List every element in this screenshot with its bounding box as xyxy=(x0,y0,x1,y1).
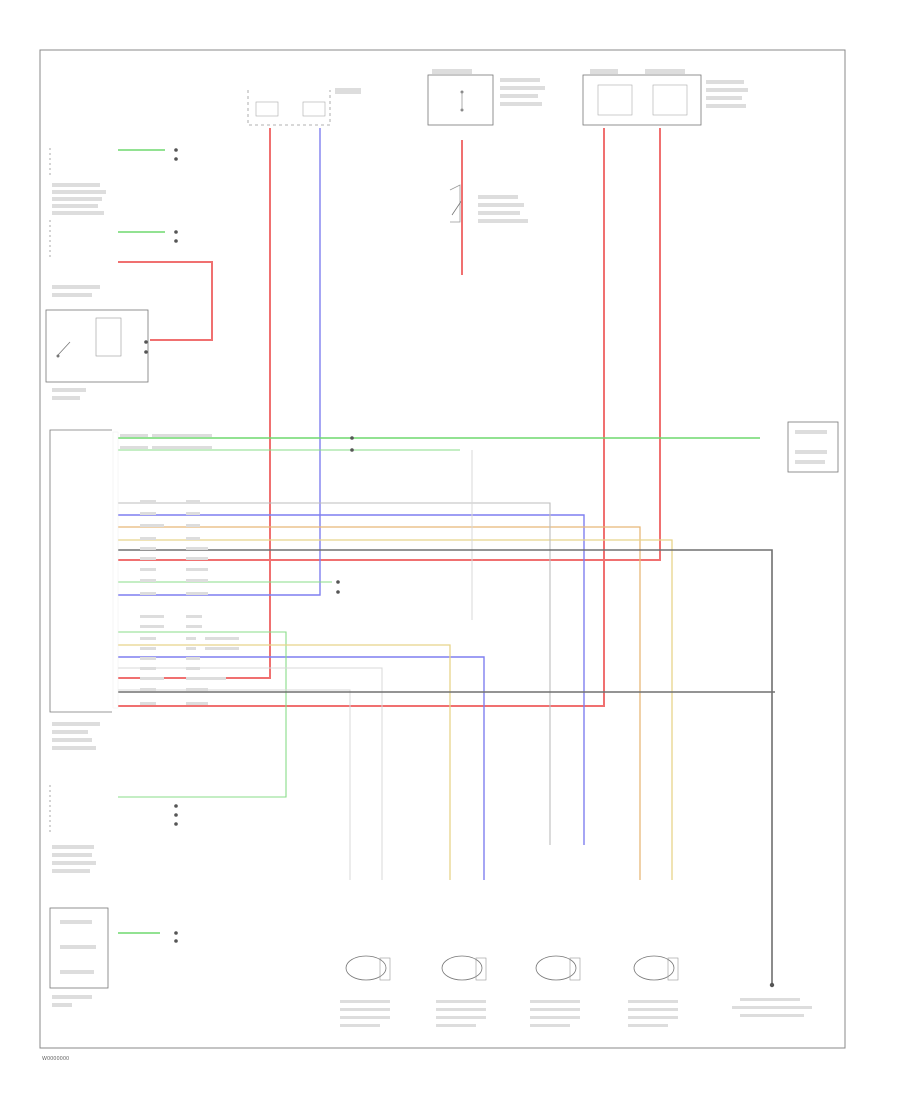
brake-switch xyxy=(449,184,528,223)
wire-red-5 xyxy=(118,261,213,341)
instrument-module xyxy=(49,785,96,873)
headlight-switch-panel xyxy=(45,285,149,400)
wire-orange-1 xyxy=(118,526,641,880)
wire-yellow-1 xyxy=(118,539,673,880)
control-module-box xyxy=(49,429,112,750)
wheel-sensor-lf xyxy=(340,955,391,1027)
footer-code: W0000000 xyxy=(42,1056,69,1062)
pin-labels xyxy=(120,434,239,705)
wire-yellow-2 xyxy=(118,644,451,880)
fuse-box-center xyxy=(427,69,545,126)
wire-red-3 xyxy=(118,128,605,707)
diagram-frame xyxy=(39,49,846,1049)
wire-red-4 xyxy=(118,128,661,561)
wire-dark-1 xyxy=(118,549,773,985)
wheel-sensor-rr xyxy=(628,955,679,1027)
ignition-switch-box xyxy=(247,88,361,126)
wire-blue-2 xyxy=(118,514,585,845)
connector-markers xyxy=(144,148,775,988)
wire-gray-2 xyxy=(118,667,383,880)
wire-red-1 xyxy=(118,128,271,679)
wheel-sensor-lr xyxy=(530,955,581,1027)
pin-number-column xyxy=(112,431,119,709)
wire-green-4 xyxy=(118,631,287,798)
wire-gray-3 xyxy=(118,689,351,880)
wire-blue-1 xyxy=(118,128,321,596)
wire-gray-1 xyxy=(118,502,551,845)
wire-blue-3 xyxy=(118,656,485,880)
fuse-box-right xyxy=(582,69,748,126)
cluster-indicator-box xyxy=(49,907,109,1007)
yaw-sensor-box xyxy=(787,421,839,473)
ground-label xyxy=(732,998,812,1017)
wheel-sensor-rf xyxy=(436,955,487,1027)
left-module-top xyxy=(49,148,106,260)
